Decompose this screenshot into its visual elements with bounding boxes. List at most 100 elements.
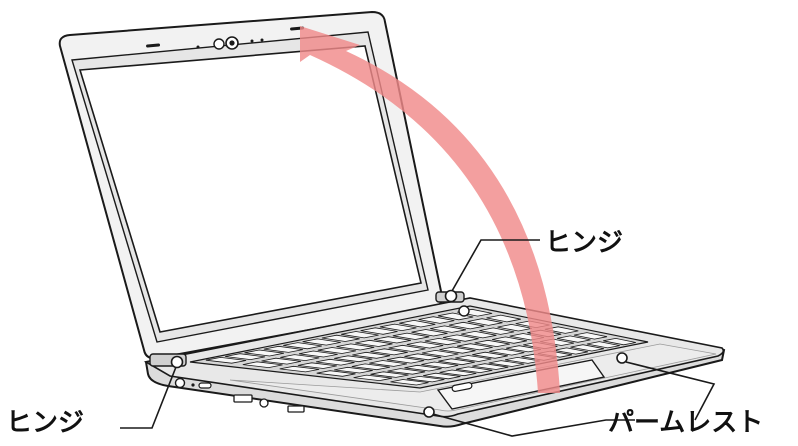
keyboard-key	[225, 353, 266, 361]
keyboard-key	[336, 343, 375, 351]
palm-rest-label: パームレスト	[608, 408, 764, 438]
keyboard-key	[443, 334, 479, 342]
keyboard-key	[298, 350, 338, 358]
keyboard-key	[261, 357, 301, 365]
webcam-icon	[213, 36, 239, 50]
power-port-icon	[174, 377, 186, 389]
keyboard-key	[334, 366, 373, 374]
keyboard-key	[406, 341, 444, 349]
palm-rest-leader	[432, 413, 635, 437]
keyboard-key	[570, 344, 604, 352]
hinge-label-left: ヒンジ	[6, 408, 85, 438]
keyboard-key	[379, 323, 417, 332]
keyboard-key	[586, 341, 620, 349]
keyboard-key	[421, 361, 459, 369]
keyboard-key	[489, 348, 525, 356]
keyboard-key	[392, 332, 430, 340]
keyboard-key	[418, 316, 455, 324]
keyboard-key	[352, 351, 391, 359]
keyboard-key	[467, 318, 503, 326]
microphone-slot	[146, 43, 161, 48]
keyboard-key	[390, 379, 429, 386]
keyboard-key	[455, 355, 492, 362]
sensor-dot	[260, 38, 264, 42]
keyboard-key	[472, 351, 508, 359]
keyboard-key	[404, 353, 442, 361]
keyboard-key	[373, 336, 411, 344]
keyboard-key	[554, 347, 588, 355]
keyboard-key	[438, 358, 475, 366]
keyboard-key	[486, 314, 521, 323]
keyboard-key	[461, 330, 497, 339]
sensor-dot	[250, 39, 254, 43]
keyboard-key	[457, 343, 493, 351]
keyboard-key	[439, 346, 476, 354]
usb-a-port-icon	[287, 405, 305, 413]
hinge-label-right: ヒンジ	[545, 228, 624, 258]
hinge-left-leader	[120, 366, 177, 429]
open-direction-arrow	[300, 26, 560, 393]
keyboard-key	[321, 334, 360, 342]
hinge-right-leader	[451, 239, 540, 292]
keyboard-key	[488, 360, 525, 367]
keyboard-key	[424, 337, 461, 346]
keyboard-key	[423, 372, 461, 380]
keyboard-key	[280, 354, 320, 362]
display-lid	[58, 10, 444, 360]
keyboard-key	[351, 363, 390, 371]
sensor-dot	[196, 45, 200, 49]
keyboard-key	[242, 361, 283, 369]
keyboard	[205, 308, 636, 386]
keyboard-key	[279, 365, 320, 373]
keyboard-key	[439, 369, 477, 377]
keyboard-key	[406, 375, 445, 383]
keyboard-key	[479, 327, 515, 335]
hdmi-port-icon	[233, 394, 253, 403]
keyboard-key	[448, 321, 485, 330]
palm-rest-leader	[625, 361, 716, 421]
keyboard-key	[421, 349, 459, 357]
side-ports	[174, 377, 305, 413]
led-indicator	[191, 383, 195, 387]
keyboard-key	[369, 360, 407, 367]
keyboard-key	[370, 371, 409, 378]
keyboard-key	[404, 364, 442, 372]
hinge-left-marker	[170, 355, 184, 369]
keyboard-key	[353, 374, 393, 382]
keyboard-key	[399, 319, 436, 328]
keyboard-key	[315, 358, 355, 366]
usb-c-port-icon	[198, 382, 212, 389]
keyboard-key	[474, 339, 510, 348]
keyboard-key	[355, 339, 393, 347]
keyboard-key	[317, 347, 356, 354]
audio-jack-icon	[259, 398, 269, 408]
keyboard-key	[437, 312, 474, 321]
keyboard-key	[455, 366, 493, 374]
screen	[78, 45, 422, 333]
fingerprint-sensor-icon	[451, 382, 473, 392]
keyboard-key	[302, 338, 341, 346]
keyboard-key	[341, 331, 379, 339]
keyboard-key	[316, 370, 356, 377]
keyboard-key	[334, 355, 373, 363]
keyboard-key	[297, 362, 337, 369]
palm-rest-area	[229, 343, 717, 412]
keyboard-key	[430, 325, 466, 333]
keyboard-key	[472, 363, 509, 370]
keyboard-key	[386, 356, 425, 364]
keyboard-key	[205, 356, 247, 364]
keyboard-key	[411, 329, 448, 337]
keyboard-key	[263, 345, 303, 353]
hinge-right-marker	[444, 289, 458, 303]
keyboard-key	[388, 344, 426, 352]
power-button-icon	[458, 305, 470, 317]
keyboard-key	[603, 337, 636, 346]
keyboard-key	[370, 348, 408, 356]
keyboard-key	[492, 336, 527, 344]
palm-rest-marker	[616, 352, 628, 364]
keyboard-key	[283, 342, 322, 350]
keyboard-key	[387, 368, 426, 375]
callout-lines	[120, 239, 716, 437]
keyboard-key	[557, 335, 591, 343]
